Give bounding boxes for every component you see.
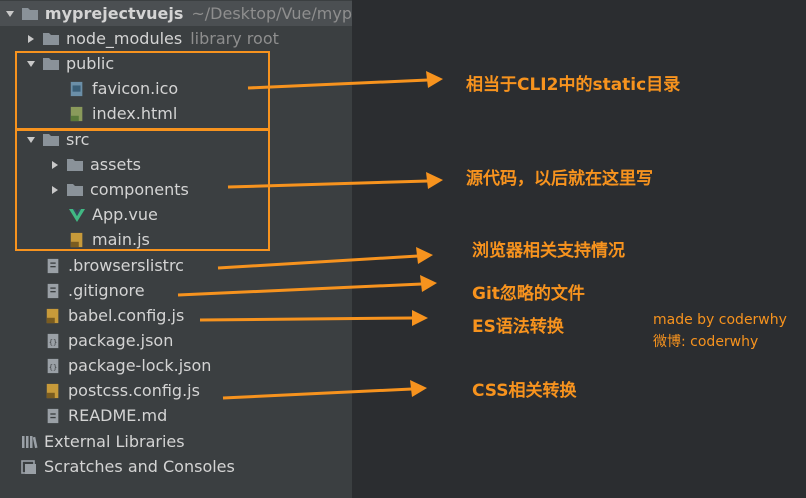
public-highlight-box [15, 51, 270, 131]
scratches-label: Scratches and Consoles [44, 457, 235, 476]
project-tree-panel: myprejectvuejs ~/Desktop/Vue/myp node_mo… [0, 0, 352, 498]
credit-line-1: made by coderwhy [653, 312, 787, 328]
chevron-right-icon[interactable] [24, 32, 38, 46]
json-file-icon: {} [44, 357, 62, 375]
main-js-label: main.js [92, 230, 150, 249]
babel-config-label: babel.config.js [68, 306, 185, 325]
tree-item-package-json[interactable]: {} package.json [0, 328, 352, 353]
public-label: public [66, 54, 115, 73]
tree-item-app-vue[interactable]: App.vue [0, 202, 352, 227]
annotation-src: 源代码，以后就在这里写 [466, 169, 653, 189]
json-file-icon: {} [44, 332, 62, 350]
gitignore-label: .gitignore [68, 281, 145, 300]
favicon-label: favicon.ico [92, 79, 179, 98]
markdown-file-icon [44, 407, 62, 425]
chevron-down-icon[interactable] [3, 7, 17, 21]
project-path: ~/Desktop/Vue/myp [191, 4, 352, 23]
tree-item-readme[interactable]: README.md [0, 403, 352, 428]
js-file-icon [44, 307, 62, 325]
tree-item-index-html[interactable]: index.html [0, 101, 352, 126]
tree-item-scratches[interactable]: Scratches and Consoles [0, 454, 352, 479]
annotation-postcss: CSS相关转换 [472, 381, 577, 401]
chevron-right-icon[interactable] [48, 183, 62, 197]
svg-text:{}: {} [49, 362, 58, 371]
svg-text:{}: {} [49, 337, 58, 346]
annotation-gitignore: Git忽略的文件 [472, 284, 585, 304]
project-name: myprejectvuejs [44, 4, 184, 23]
folder-icon [66, 156, 84, 174]
folder-icon [42, 131, 60, 149]
library-root-hint: library root [190, 29, 279, 48]
tree-item-postcss-config[interactable]: postcss.config.js [0, 378, 352, 403]
tree-item-external-libraries[interactable]: External Libraries [0, 429, 352, 454]
package-lock-json-label: package-lock.json [68, 356, 212, 375]
vue-file-icon [68, 206, 86, 224]
src-highlight-box [15, 128, 270, 251]
annotation-public: 相当于CLI2中的static目录 [466, 75, 681, 95]
js-file-icon [68, 231, 86, 249]
src-label: src [66, 130, 90, 149]
tree-item-public[interactable]: public [0, 51, 352, 76]
tree-item-assets[interactable]: assets [0, 152, 352, 177]
chevron-right-icon[interactable] [48, 158, 62, 172]
chevron-down-icon[interactable] [24, 133, 38, 147]
annotation-browserslistrc: 浏览器相关支持情况 [472, 241, 625, 261]
browserslistrc-label: .browserslistrc [68, 256, 184, 275]
folder-icon [21, 5, 39, 23]
html-file-icon [68, 105, 86, 123]
tree-item-node-modules[interactable]: node_modules library root [0, 26, 352, 51]
tree-item-main-js[interactable]: main.js [0, 227, 352, 252]
annotation-babel: ES语法转换 [472, 317, 564, 337]
tree-item-browserslistrc[interactable]: .browserslistrc [0, 253, 352, 278]
image-file-icon [68, 80, 86, 98]
scratches-icon [20, 458, 38, 476]
chevron-down-icon[interactable] [24, 57, 38, 71]
readme-label: README.md [68, 406, 168, 425]
tree-item-babel-config[interactable]: babel.config.js [0, 303, 352, 328]
folder-icon [42, 30, 60, 48]
library-icon [20, 433, 38, 451]
external-libraries-label: External Libraries [44, 432, 185, 451]
tree-item-gitignore[interactable]: .gitignore [0, 278, 352, 303]
config-file-icon [44, 282, 62, 300]
folder-icon [66, 181, 84, 199]
tree-item-components[interactable]: components [0, 177, 352, 202]
config-file-icon [44, 257, 62, 275]
tree-item-src[interactable]: src [0, 127, 352, 152]
assets-label: assets [90, 155, 141, 174]
postcss-config-label: postcss.config.js [68, 381, 200, 400]
tree-item-favicon[interactable]: favicon.ico [0, 76, 352, 101]
app-vue-label: App.vue [92, 205, 158, 224]
package-json-label: package.json [68, 331, 174, 350]
credit-line-2: 微博: coderwhy [653, 334, 759, 350]
components-label: components [90, 180, 189, 199]
index-html-label: index.html [92, 104, 178, 123]
tree-item-package-lock-json[interactable]: {} package-lock.json [0, 353, 352, 378]
js-file-icon [44, 382, 62, 400]
node-modules-label: node_modules [66, 29, 183, 48]
folder-icon [42, 55, 60, 73]
tree-item-project-root[interactable]: myprejectvuejs ~/Desktop/Vue/myp [0, 1, 352, 26]
